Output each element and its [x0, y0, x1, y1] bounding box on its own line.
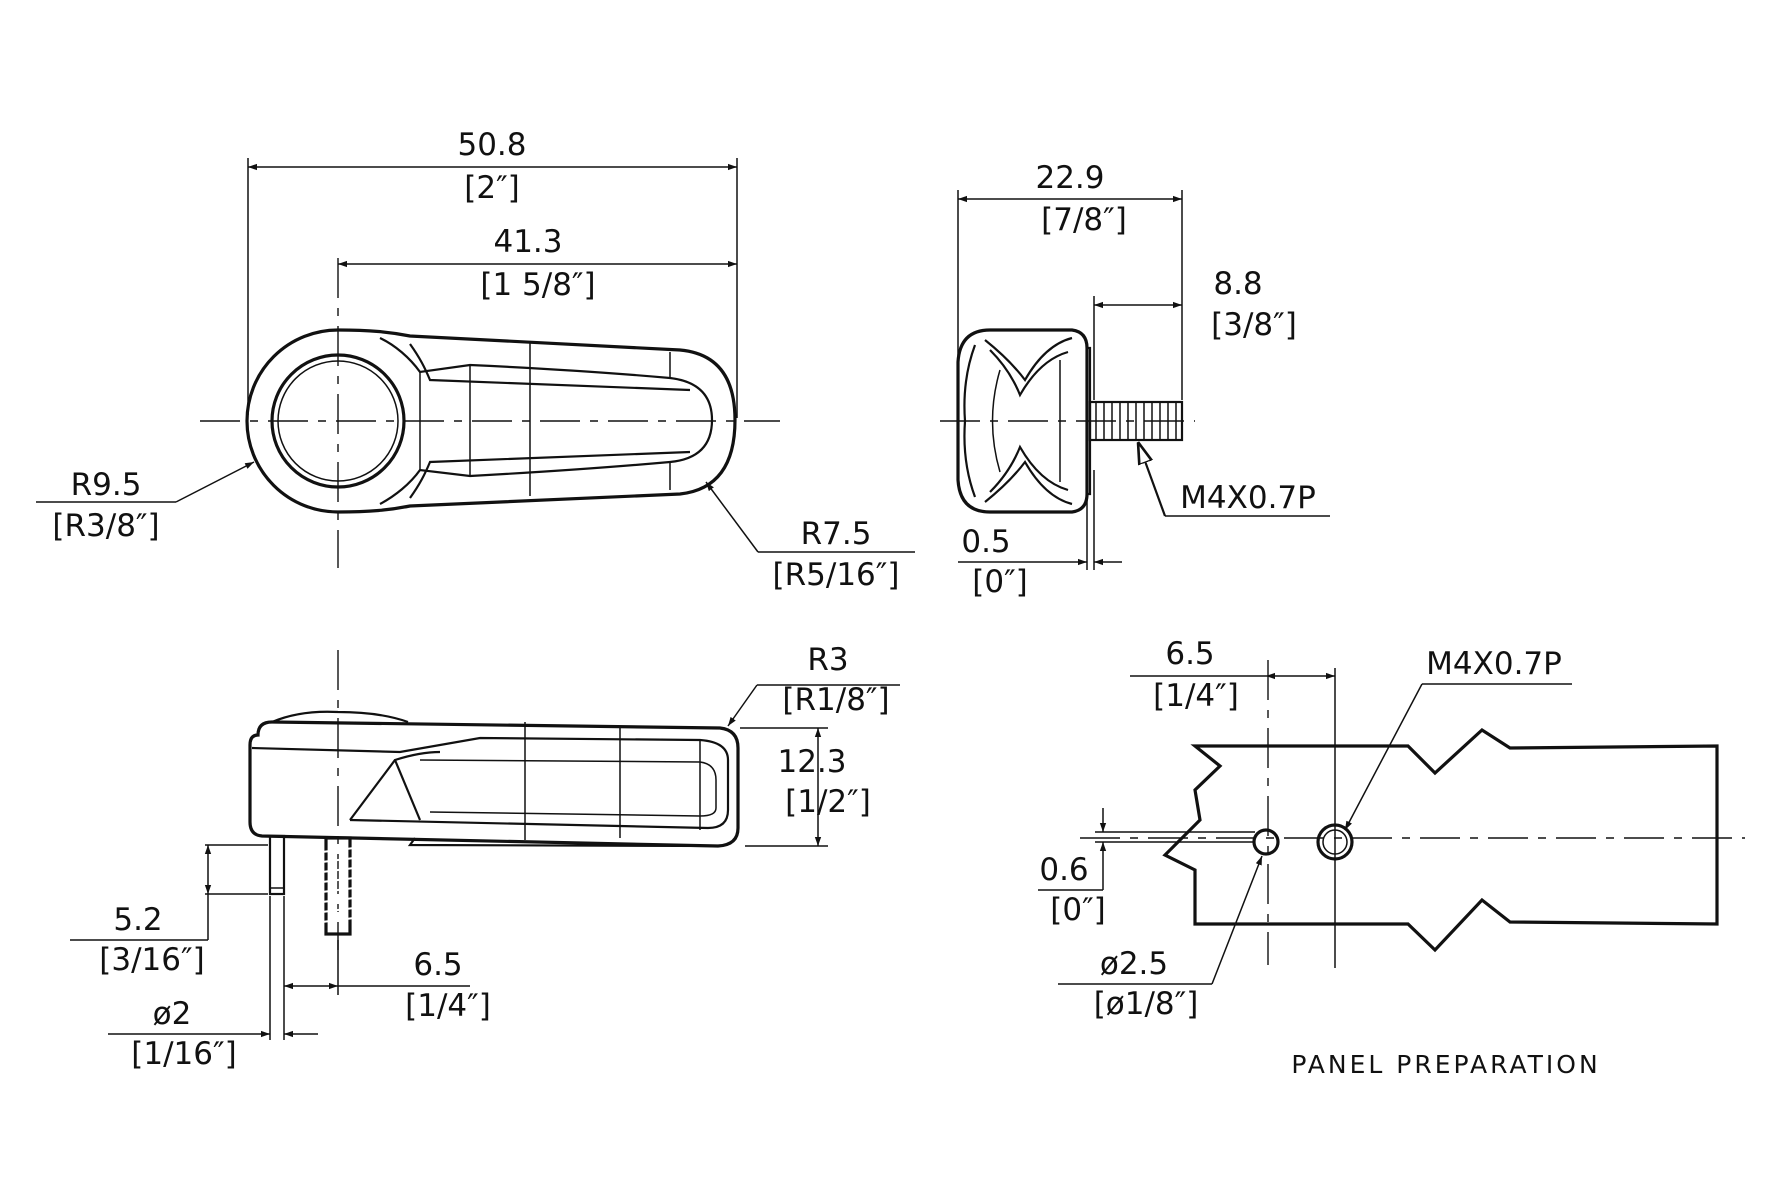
pilot-hole [1252, 828, 1280, 856]
stud-length-label: 8.8 [1213, 266, 1262, 302]
side-view: 22.9 [7/8″] 8.8 [3/8″] M4X0.7P 0.5 [0″] [940, 160, 1330, 600]
knob-outline [956, 328, 1089, 514]
pin-dia-label: ø2 [153, 996, 192, 1032]
thread-spec-label: M4X0.7P [1180, 480, 1316, 516]
hole-dia-label: ø2.5 [1100, 946, 1168, 982]
top-view: 50.8 [2″] 41.3 [1 5/8″] R9.5 [R3/8″] R7.… [36, 127, 915, 593]
height-inch-label: [1/2″] [785, 784, 871, 820]
pin-length-inch-label: [3/16″] [99, 942, 204, 978]
front-view-outline [248, 720, 740, 848]
stud-length-inch-label: [3/8″] [1211, 307, 1297, 343]
pin-spacing-inch-label: [1/4″] [405, 988, 491, 1024]
vertical-offset-label: 0.6 [1039, 852, 1088, 888]
knob-width-inch-label: [7/8″] [1041, 202, 1127, 238]
left-radius-inch-label: [R3/8″] [52, 508, 159, 544]
overall-length-inch-label: [2″] [464, 170, 520, 206]
left-radius-label: R9.5 [71, 467, 142, 503]
panel-outline [1162, 727, 1719, 953]
hole-spacing-inch-label: [1/4″] [1153, 678, 1239, 714]
panel-thread-label: M4X0.7P [1426, 646, 1562, 682]
hole-dia-inch-label: [ø1/8″] [1094, 986, 1199, 1022]
hole-spacing-label: 6.5 [1165, 636, 1214, 672]
center-length-inch-label: [1 5/8″] [480, 267, 595, 303]
tip-radius-inch-label: [R1/8″] [782, 682, 889, 718]
height-label: 12.3 [777, 744, 846, 780]
knob-width-label: 22.9 [1035, 160, 1104, 196]
overall-length-label: 50.8 [457, 127, 526, 163]
center-length-label: 41.3 [493, 224, 562, 260]
pin-dia-inch-label: [1/16″] [131, 1036, 236, 1072]
front-view: R3 [R1/8″] 12.3 [1/2″] 5.2 [3/16″] 6.5 [… [70, 642, 900, 1072]
offset-inch-label: [0″] [972, 564, 1028, 600]
top-view-outline [245, 328, 737, 514]
tip-radius-label: R3 [807, 642, 848, 678]
pin-length-label: 5.2 [113, 902, 162, 938]
panel-preparation-view: 6.5 [1/4″] M4X0.7P 0.6 [0″] ø2.5 [ø1/8″]… [1038, 636, 1745, 1079]
panel-caption: PANEL PREPARATION [1291, 1050, 1600, 1079]
right-radius-inch-label: [R5/16″] [773, 557, 900, 593]
right-radius-label: R7.5 [801, 516, 872, 552]
offset-label: 0.5 [961, 524, 1010, 560]
pin-spacing-label: 6.5 [413, 947, 462, 983]
vertical-offset-inch-label: [0″] [1050, 892, 1106, 928]
